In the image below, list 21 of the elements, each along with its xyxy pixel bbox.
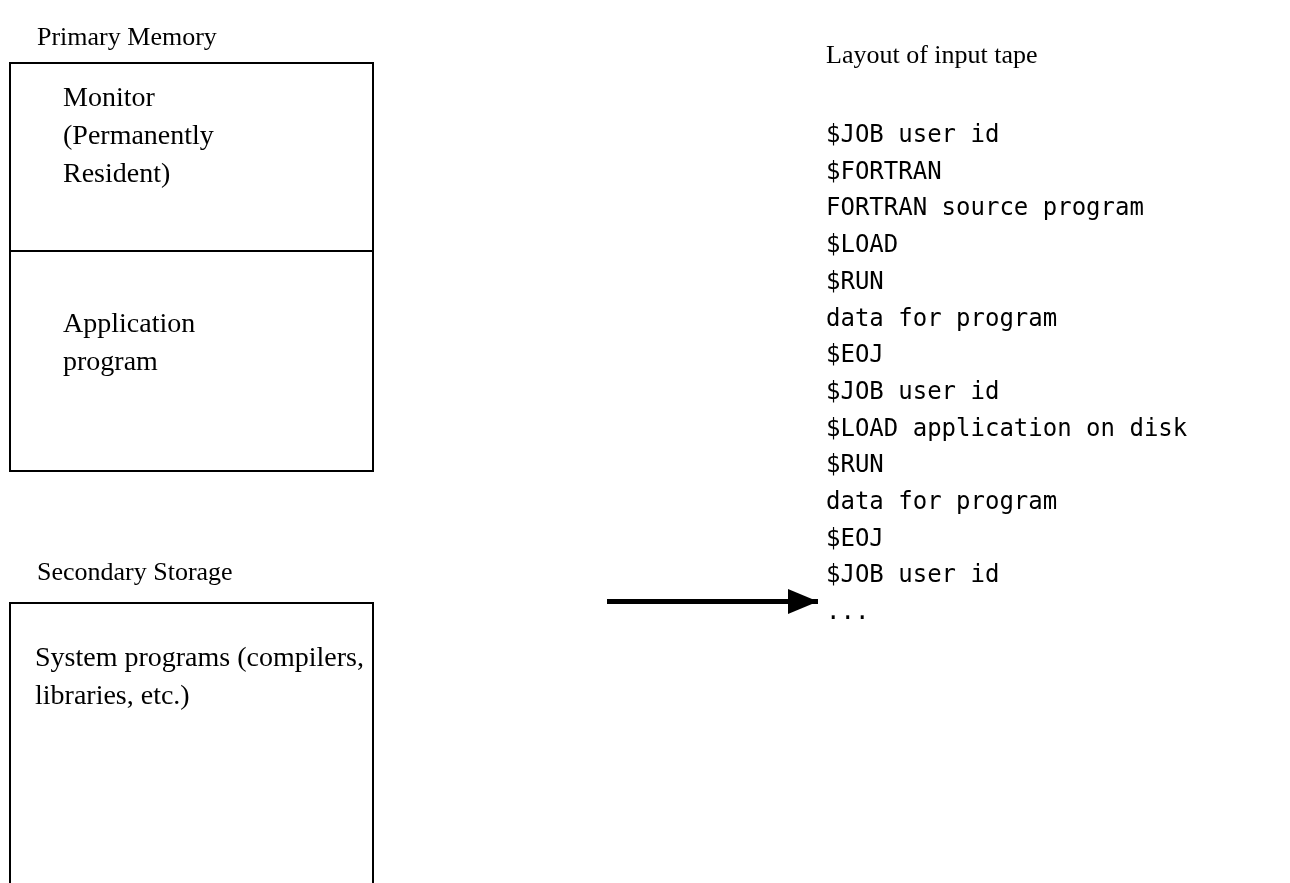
tape-heading: Layout of input tape	[826, 40, 1039, 70]
tape-line: $JOB user id	[826, 375, 1001, 407]
section-text: Application program	[63, 306, 197, 378]
tape-line: $RUN	[826, 449, 885, 481]
tape-line: $JOB user id	[826, 119, 1001, 150]
tape-line: $JOB user id	[826, 559, 1001, 591]
tape-line: data for program	[826, 486, 1059, 518]
section-text: Monitor (Permanently Resident)	[63, 80, 215, 190]
section-heading: Primary Memory	[37, 22, 217, 52]
tape-line: $RUN	[826, 265, 885, 297]
tape-line: data for program	[826, 302, 1059, 334]
tape-line: $EOJ	[826, 339, 885, 371]
tape-line: $FORTRAN	[826, 155, 943, 187]
tape-line: FORTRAN source program	[826, 192, 1145, 224]
section-heading: Secondary Storage	[37, 557, 233, 587]
arrow	[607, 589, 818, 614]
storage-text: System programs (compilers, libraries, etc.)	[35, 640, 365, 712]
tape-line: $EOJ	[826, 522, 885, 554]
tape-line: $LOAD application on disk	[826, 412, 1188, 444]
tape-line: $LOAD	[826, 229, 900, 261]
tape-line: ...	[826, 596, 871, 628]
